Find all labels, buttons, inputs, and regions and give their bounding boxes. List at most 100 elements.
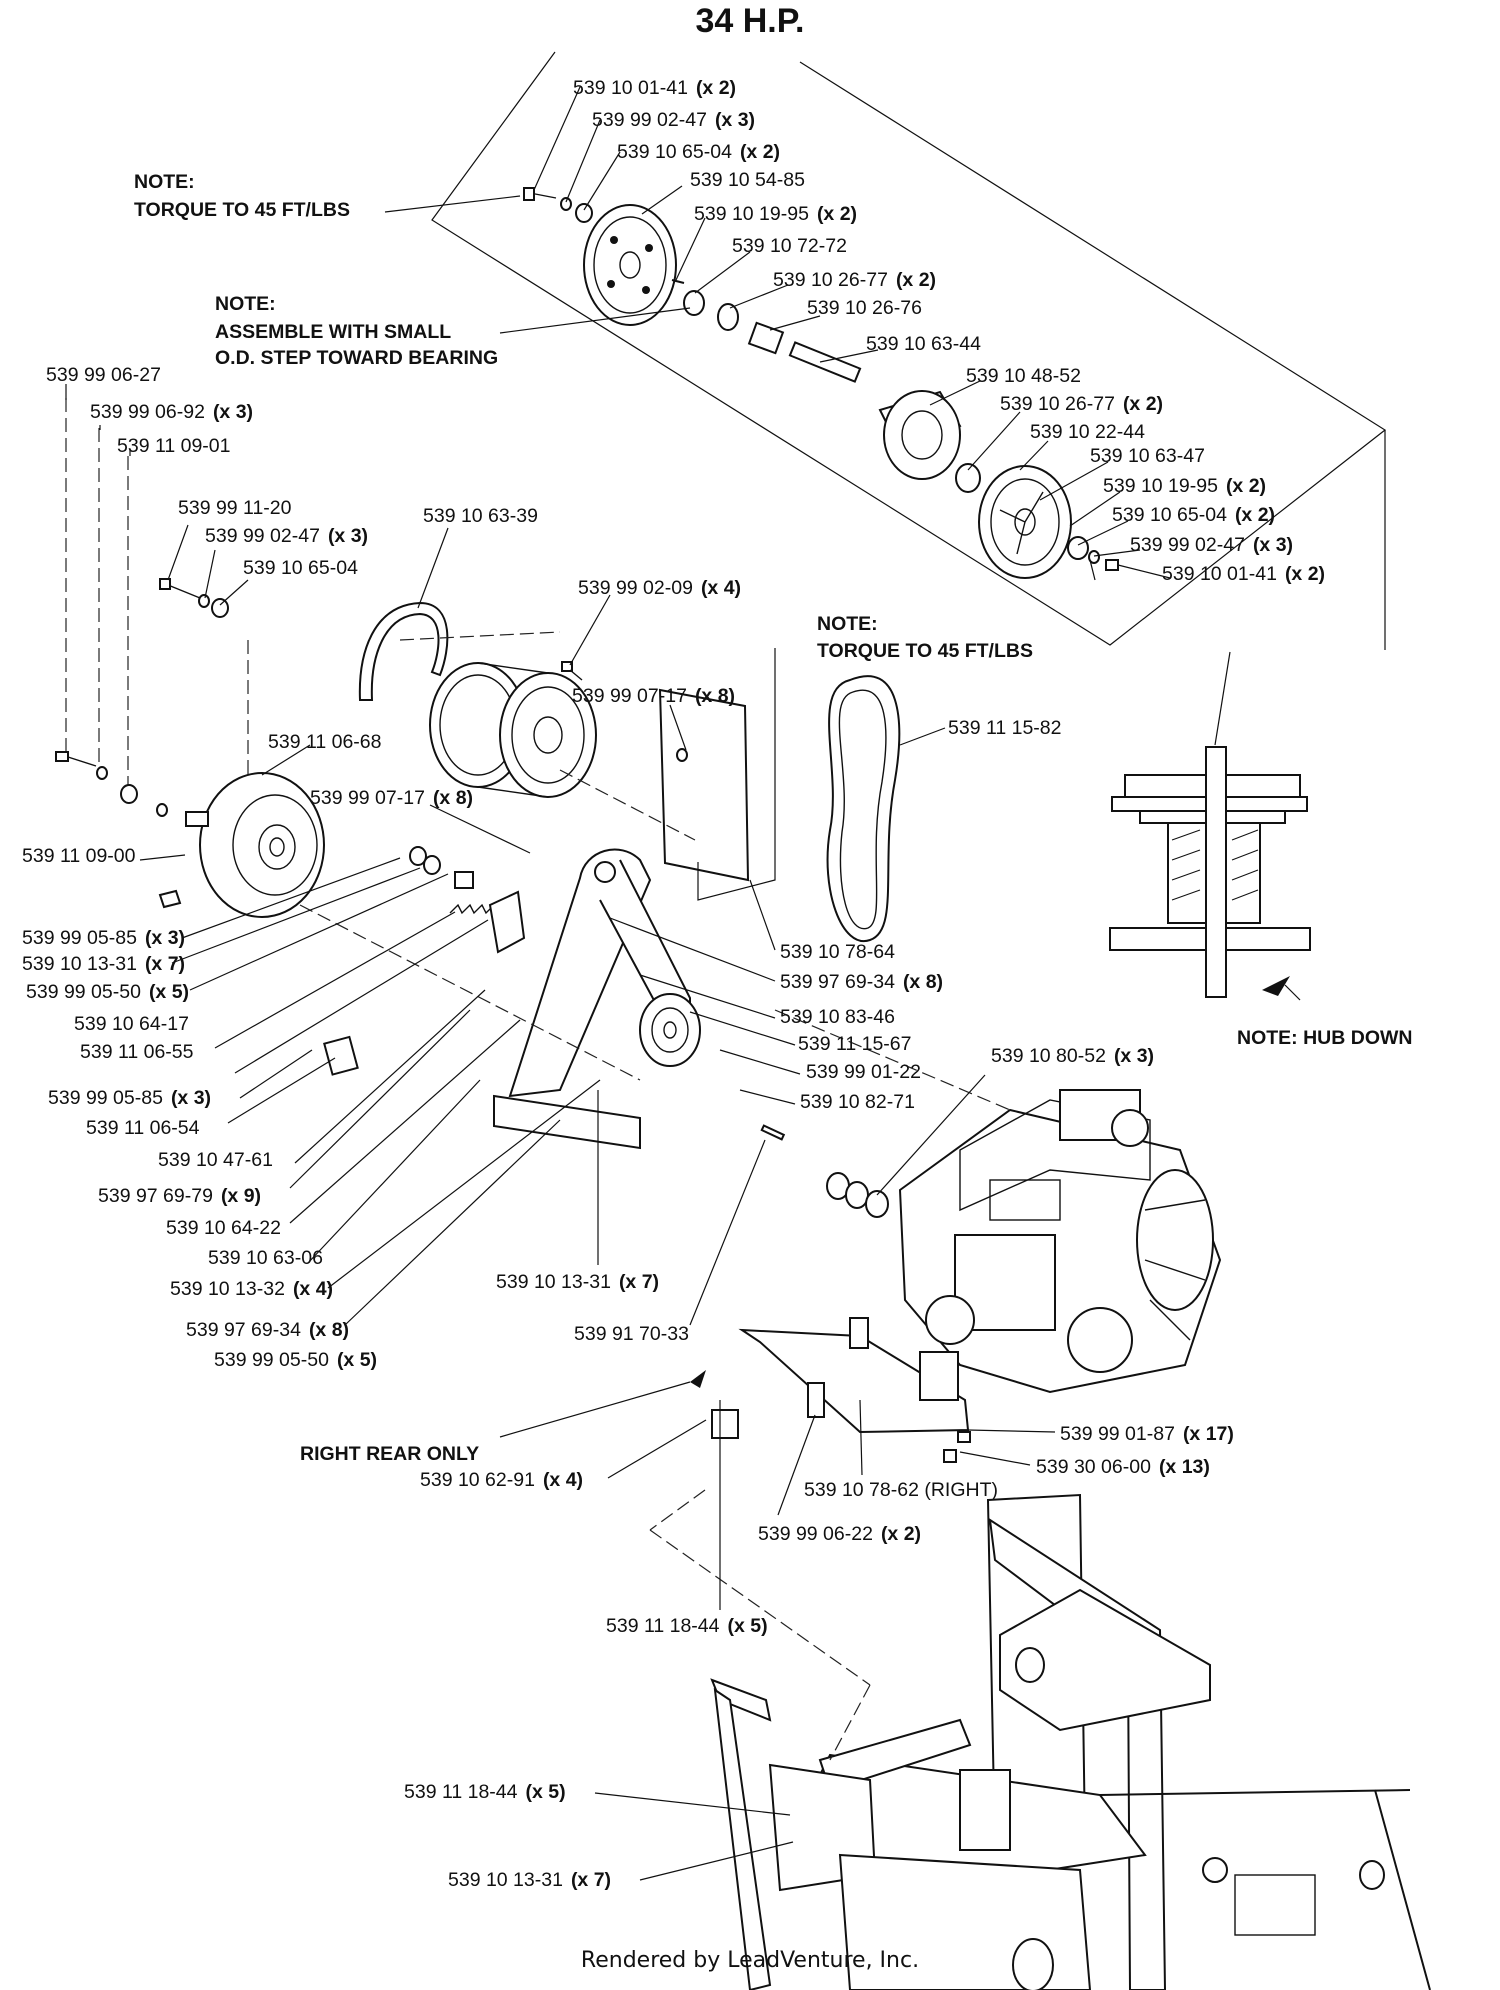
note-torque-belt-text: TORQUE TO 45 FT/LBS — [817, 640, 1033, 662]
callout-539-10-26-77-lower: 539 10 26-77(x 2) — [1000, 393, 1163, 415]
pulley-bolt — [561, 661, 583, 681]
callout-539-10-62-91: 539 10 62-91(x 4) — [420, 1469, 583, 1491]
callout-539-10-65-04-lower: 539 10 65-04(x 2) — [1112, 504, 1275, 526]
callout-539-10-78-64: 539 10 78-64 — [780, 941, 895, 963]
notes: NOTE: TORQUE TO 45 FT/LBS NOTE: ASSEMBLE… — [134, 171, 1412, 1465]
callout-539-11-06-55: 539 11 06-55 — [80, 1041, 194, 1063]
belt-guard-arc — [358, 601, 449, 701]
callout-539-99-06-27: 539 99 06-27 — [46, 364, 161, 386]
callout-539-10-13-32: 539 10 13-32(x 4) — [170, 1278, 333, 1300]
hinge-bracket — [323, 1035, 359, 1076]
part-callouts: 539 10 01-41(x 2) 539 99 02-47(x 3) 539 … — [22, 77, 1325, 1891]
guard-nut — [676, 748, 688, 762]
note-assemble-heading: NOTE: — [215, 293, 276, 315]
callout-539-10-01-41-lower: 539 10 01-41(x 2) — [1162, 563, 1325, 585]
callout-539-99-01-87: 539 99 01-87(x 17) — [1060, 1423, 1234, 1445]
callout-539-10-54-85: 539 10 54-85 — [690, 169, 805, 191]
note-assemble-line2: O.D. STEP TOWARD BEARING — [215, 347, 498, 369]
double-pulley-drawing — [429, 662, 597, 798]
callout-539-11-06-68: 539 11 06-68 — [268, 731, 382, 753]
diagram-title: 34 H.P. — [695, 2, 805, 40]
leader-lines — [65, 86, 1231, 1881]
spring-drawing — [409, 846, 519, 915]
clutch-adjust-bolt — [159, 578, 249, 775]
callout-539-99-07-17-upper: 539 99 07-17(x 8) — [572, 685, 735, 707]
chassis-frame-drawing — [710, 1493, 1431, 1990]
callout-539-10-19-95-lower: 539 10 19-95(x 2) — [1103, 475, 1266, 497]
idler-pulley-drawing — [639, 993, 701, 1067]
note-right-rear-only: RIGHT REAR ONLY — [300, 1443, 479, 1465]
assembly-centerlines — [299, 631, 1011, 1761]
note-torque-top-heading: NOTE: — [134, 171, 195, 193]
callout-539-99-06-92: 539 99 06-92(x 3) — [90, 401, 253, 423]
callout-539-99-11-20: 539 99 11-20 — [178, 497, 292, 519]
footer-credit: Rendered by LeadVenture, Inc. — [580, 1948, 920, 1973]
shaft-components-drawing — [671, 279, 981, 493]
callout-539-11-18-44-upper: 539 11 18-44(x 5) — [606, 1615, 768, 1637]
drive-belt-drawing — [826, 675, 901, 943]
callout-539-10-64-17: 539 10 64-17 — [74, 1013, 189, 1035]
callout-539-99-05-50-lower: 539 99 05-50(x 5) — [214, 1349, 377, 1371]
top-bolt-stack — [523, 187, 593, 223]
callout-539-10-65-04-left: 539 10 65-04 — [243, 557, 358, 579]
callout-539-99-05-85-upper: 539 99 05-85(x 3) — [22, 927, 185, 949]
callout-539-10-63-47: 539 10 63-47 — [1090, 445, 1205, 467]
callout-539-10-01-41-top: 539 10 01-41(x 2) — [573, 77, 736, 99]
callout-539-10-63-39: 539 10 63-39 — [423, 505, 538, 527]
lower-pulley-drawing — [978, 465, 1119, 579]
callout-539-97-69-34-upper: 539 97 69-34(x 8) — [780, 971, 943, 993]
belt-guard-plate — [658, 688, 750, 882]
callout-539-10-78-62-right: 539 10 78-62 (RIGHT) — [804, 1479, 998, 1501]
hub-section-drawing — [1109, 746, 1311, 1001]
drawing-artwork — [55, 51, 1431, 1990]
callout-539-10-63-44: 539 10 63-44 — [866, 333, 981, 355]
callout-539-10-64-22: 539 10 64-22 — [166, 1217, 281, 1239]
callout-539-11-09-00: 539 11 09-00 — [22, 845, 136, 867]
guard-plate-bracket-line — [697, 648, 776, 901]
callout-539-10-72-72: 539 10 72-72 — [732, 235, 847, 257]
pulley-assembly-outline — [431, 51, 1387, 646]
callout-539-10-83-46: 539 10 83-46 — [780, 1006, 895, 1028]
callout-539-11-15-82: 539 11 15-82 — [948, 717, 1062, 739]
callout-539-10-26-76: 539 10 26-76 — [807, 297, 922, 319]
clutch-bolt-stack — [55, 398, 168, 817]
callout-539-97-69-34-lower: 539 97 69-34(x 8) — [186, 1319, 349, 1341]
callout-539-99-06-22: 539 99 06-22(x 2) — [758, 1523, 921, 1545]
callout-539-10-13-31-lower: 539 10 13-31(x 7) — [448, 1869, 611, 1891]
pivot-plate — [488, 890, 526, 954]
callout-539-10-82-71: 539 10 82-71 — [800, 1091, 915, 1113]
callout-539-11-18-44-lower: 539 11 18-44(x 5) — [404, 1781, 566, 1803]
callout-539-11-06-54: 539 11 06-54 — [86, 1117, 200, 1139]
callout-539-97-69-79: 539 97 69-79(x 9) — [98, 1185, 261, 1207]
note-torque-top-text: TORQUE TO 45 FT/LBS — [134, 199, 350, 221]
top-pulley-drawing — [583, 204, 677, 326]
callout-539-10-63-06: 539 10 63-06 — [208, 1247, 323, 1269]
callout-539-10-80-52: 539 10 80-52(x 3) — [991, 1045, 1154, 1067]
callout-539-99-01-22: 539 99 01-22 — [806, 1061, 921, 1083]
callout-539-99-07-17-lower: 539 99 07-17(x 8) — [310, 787, 473, 809]
note-hub-down: NOTE: HUB DOWN — [1237, 1027, 1412, 1049]
callout-539-30-06-00: 539 30 06-00(x 13) — [1036, 1456, 1210, 1478]
callout-539-91-70-33: 539 91 70-33 — [574, 1323, 689, 1345]
callout-539-10-22-44: 539 10 22-44 — [1030, 421, 1145, 443]
callout-539-10-65-04-top: 539 10 65-04(x 2) — [617, 141, 780, 163]
callout-539-11-15-67: 539 11 15-67 — [798, 1033, 912, 1055]
callout-539-10-13-31-upper: 539 10 13-31(x 7) — [22, 953, 185, 975]
callout-539-99-02-47-lower: 539 99 02-47(x 3) — [1130, 534, 1293, 556]
callout-539-99-02-47-left: 539 99 02-47(x 3) — [205, 525, 368, 547]
note-assemble-line1: ASSEMBLE WITH SMALL — [215, 321, 451, 343]
callout-539-10-13-31-middle: 539 10 13-31(x 7) — [496, 1271, 659, 1293]
callout-539-99-02-09: 539 99 02-09(x 4) — [578, 577, 741, 599]
engine-mount-bracket — [711, 1317, 971, 1463]
engine-drawing — [898, 1089, 1222, 1394]
callout-539-99-02-47-top: 539 99 02-47(x 3) — [592, 109, 755, 131]
callout-539-10-48-52: 539 10 48-52 — [966, 365, 1081, 387]
engine-seals — [760, 1124, 889, 1218]
note-torque-belt-heading: NOTE: — [817, 613, 878, 635]
electric-clutch-drawing — [158, 772, 325, 918]
callout-539-99-05-50-upper: 539 99 05-50(x 5) — [26, 981, 189, 1003]
callout-539-99-05-85-lower: 539 99 05-85(x 3) — [48, 1087, 211, 1109]
callout-539-11-09-01: 539 11 09-01 — [117, 435, 231, 457]
